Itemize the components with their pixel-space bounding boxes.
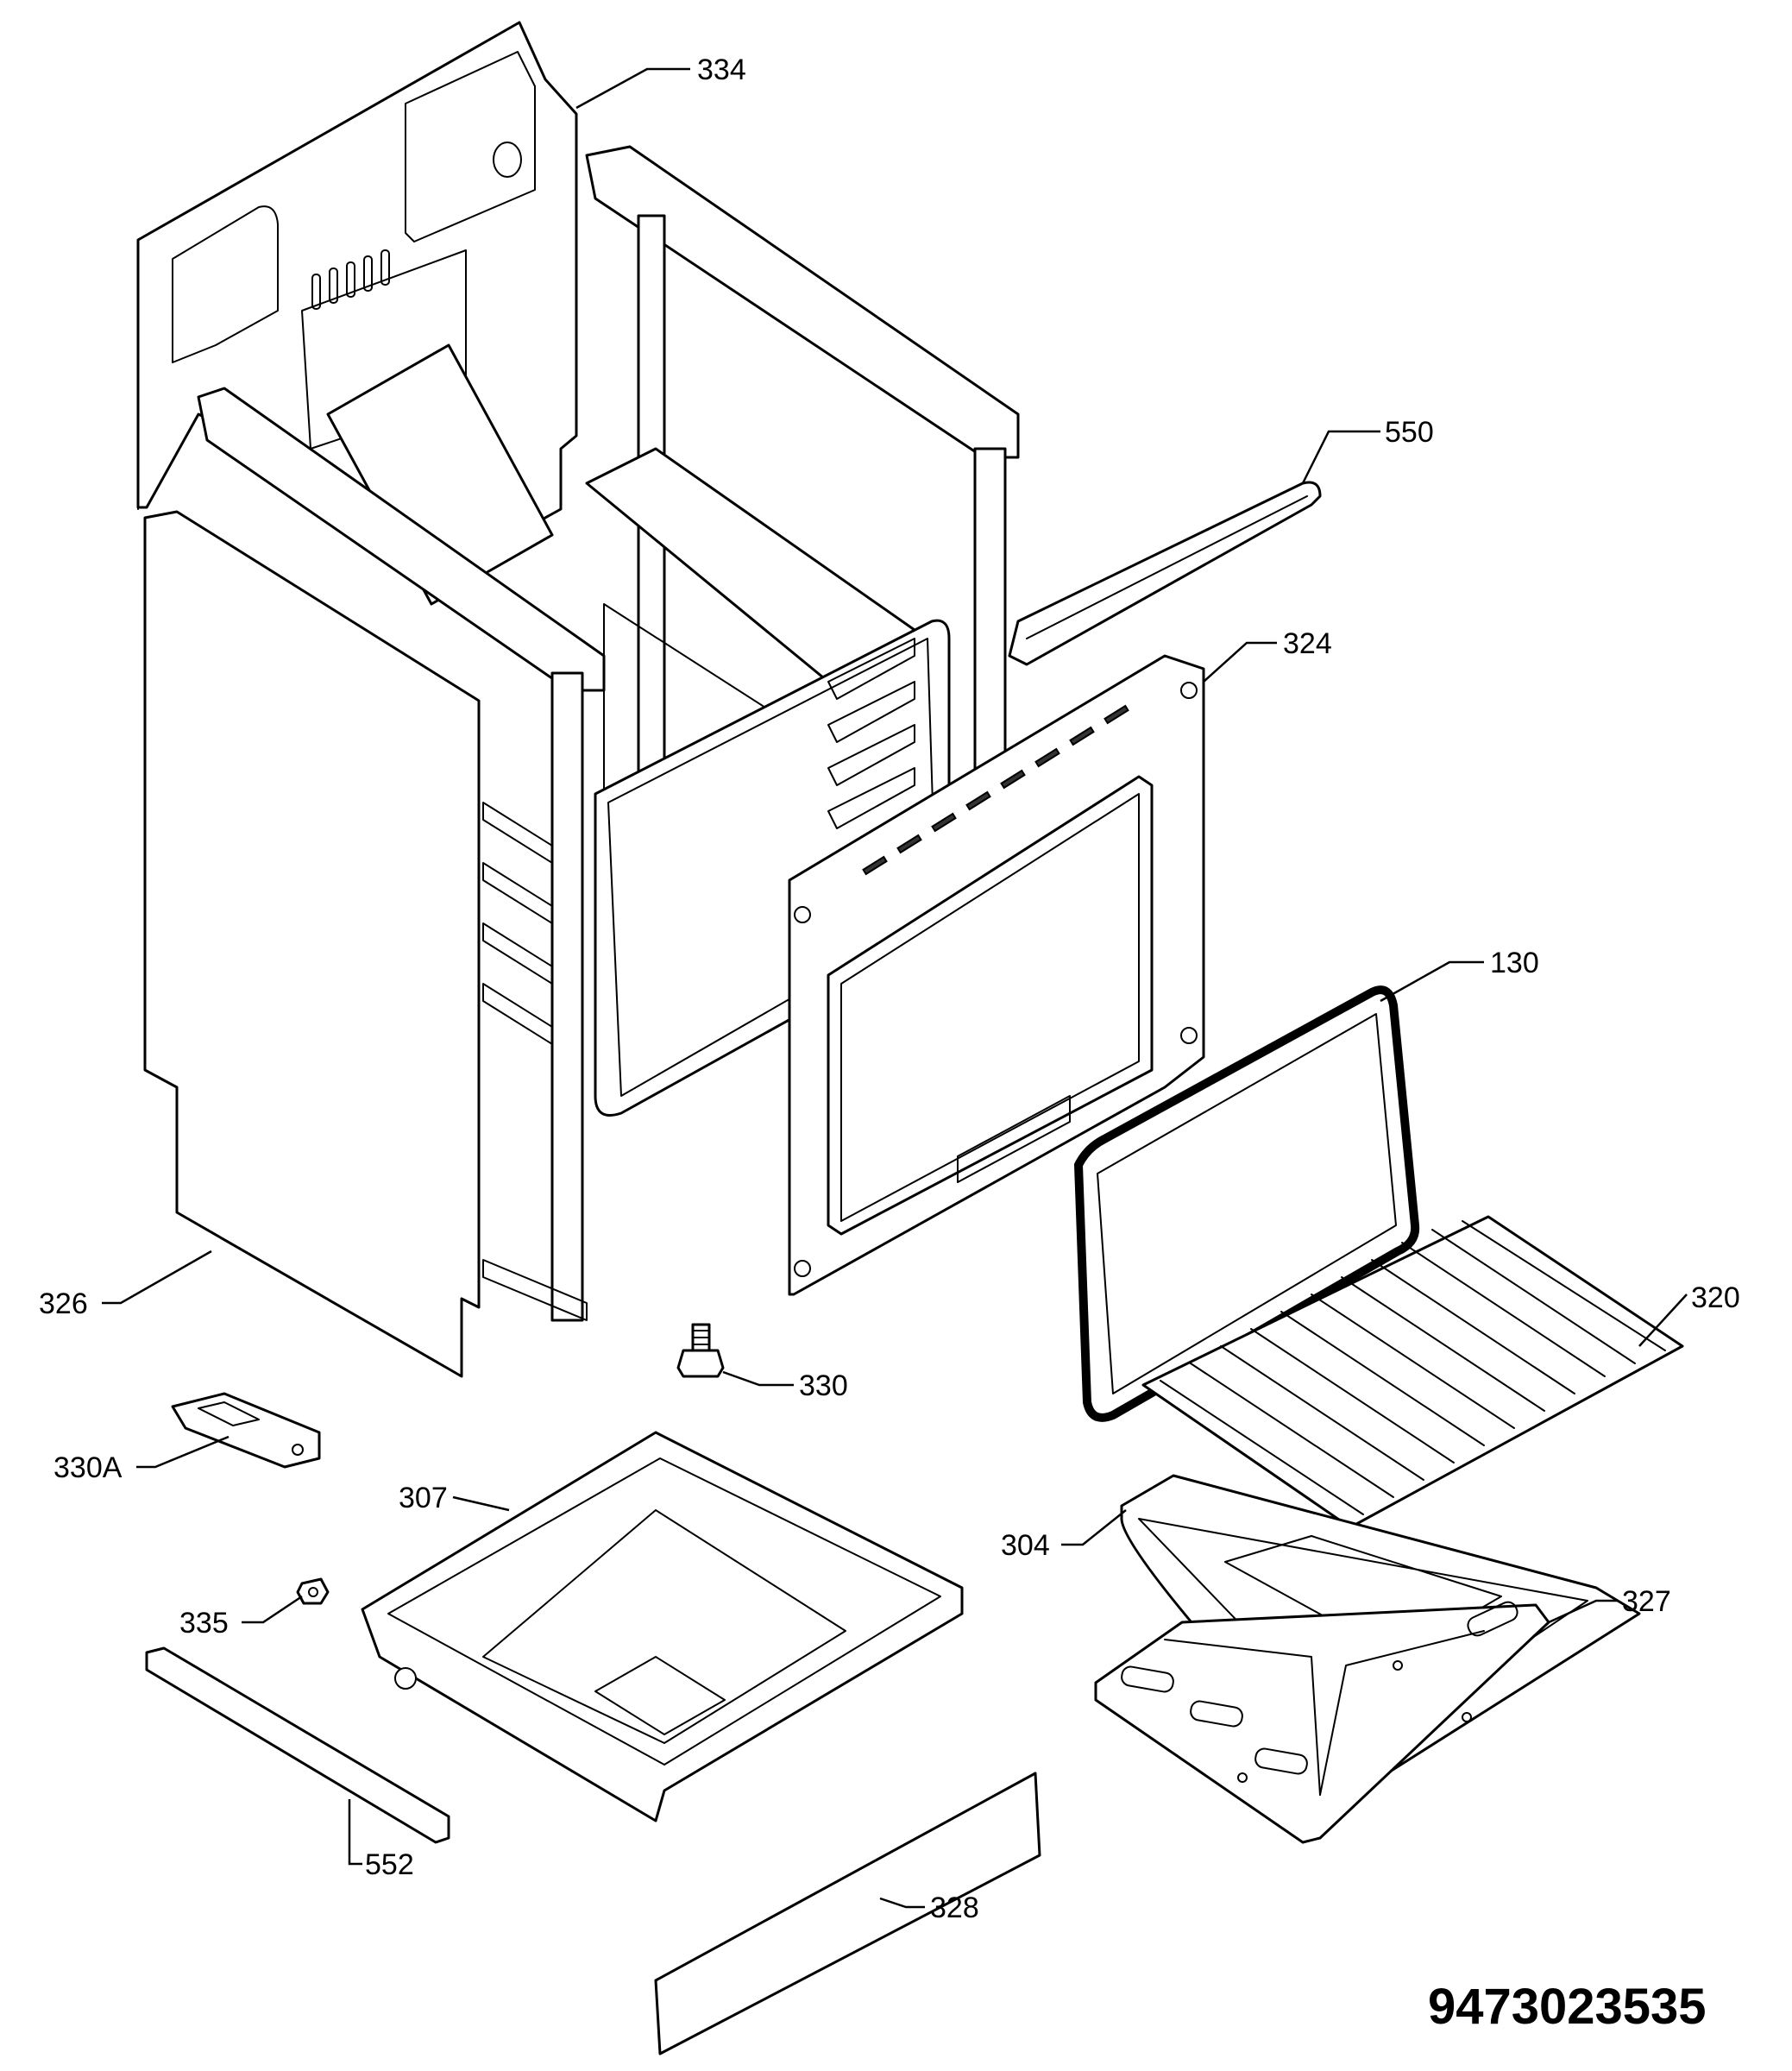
part-326-side-panel [143,510,481,1378]
callout-130: 130 [1490,947,1539,979]
part-550-side-rail [1008,481,1322,666]
callout-324: 324 [1283,627,1332,660]
part-327-base-plate [1094,1601,1550,1844]
part-335-nut [296,1577,330,1605]
callout-304: 304 [1001,1529,1050,1562]
part-307-drawer [361,1431,964,1822]
callout-335: 335 [179,1607,229,1640]
part-320-oven-shelf [1141,1215,1684,1529]
vent-slots [311,249,390,310]
part-330A-hinge-bracket [171,1392,321,1469]
callout-552: 552 [365,1848,414,1881]
leader-lines [102,67,1688,1909]
document-number: 9473023535 [1428,1979,1707,2035]
part-324-front-frame [788,654,1205,1296]
callout-307: 307 [399,1482,448,1514]
frame-slots [862,704,1129,876]
callout-550: 550 [1385,416,1434,449]
callout-330: 330 [799,1369,848,1402]
callout-330A: 330A [53,1451,123,1484]
callout-labels: 334 550 324 130 320 326 330 330A 307 304… [39,54,1740,1924]
callout-326: 326 [39,1287,88,1320]
part-552-drawer-rail [145,1646,450,1844]
part-328-drawer-front [654,1772,1041,2055]
callout-327: 327 [1622,1585,1671,1618]
callout-320: 320 [1691,1281,1740,1314]
callout-334: 334 [697,54,746,86]
part-130-door-gasket [1074,985,1420,1422]
part-330-screw [676,1323,725,1378]
callout-328: 328 [930,1892,979,1924]
